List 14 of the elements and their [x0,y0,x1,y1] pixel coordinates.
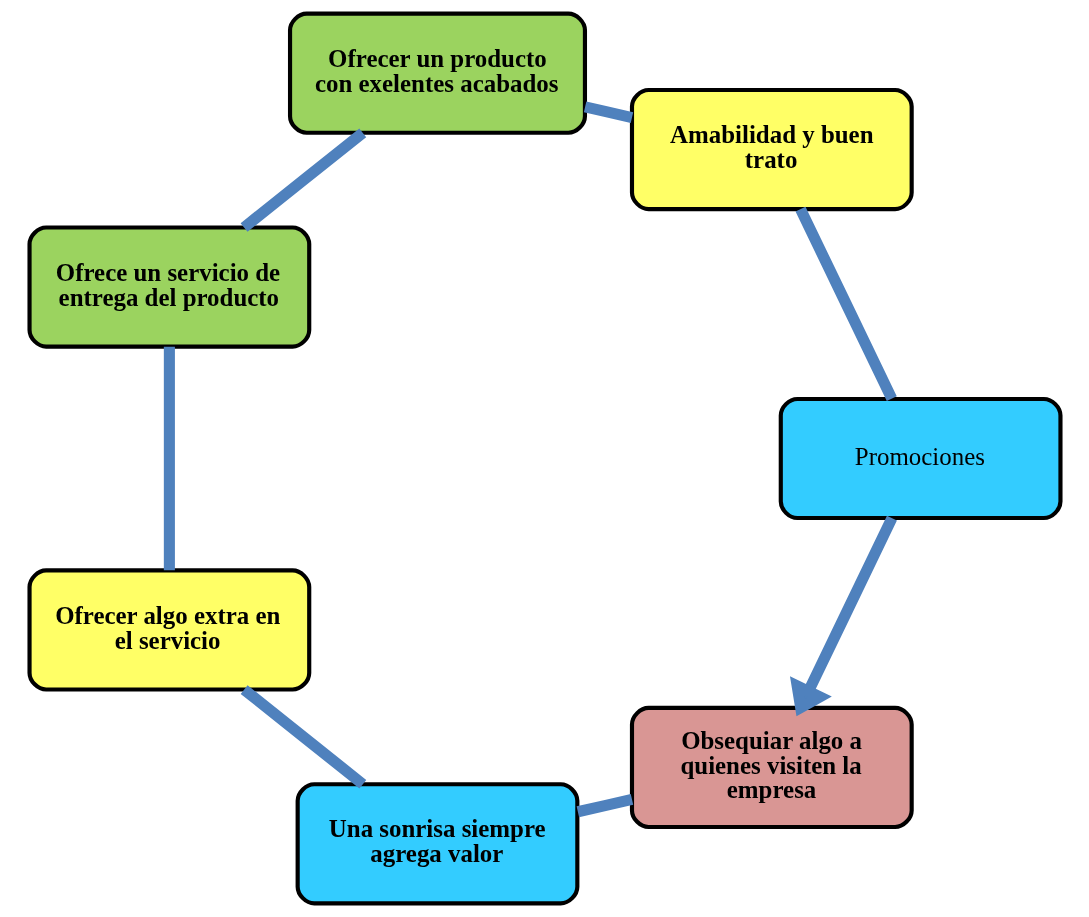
node-box: Amabilidad y buen trato [629,87,914,212]
node-box: Ofrecer algo extra en el servicio [26,568,311,692]
connector [163,346,175,571]
connector [576,794,633,818]
connector [240,685,366,789]
node-box: Una sonrisa siempre agrega valor [295,782,579,906]
node-box: Obsequiar algo a quienes visiten la empresa [629,705,914,830]
connector [240,128,366,232]
arrow [789,515,897,717]
node-box: Ofrecer un producto con exelentes acabados [287,11,587,135]
connector [583,101,633,123]
connector [795,206,897,401]
node-box: Ofrece un servicio de entrega del producto [26,225,311,349]
node-box: Promociones [778,396,1063,521]
